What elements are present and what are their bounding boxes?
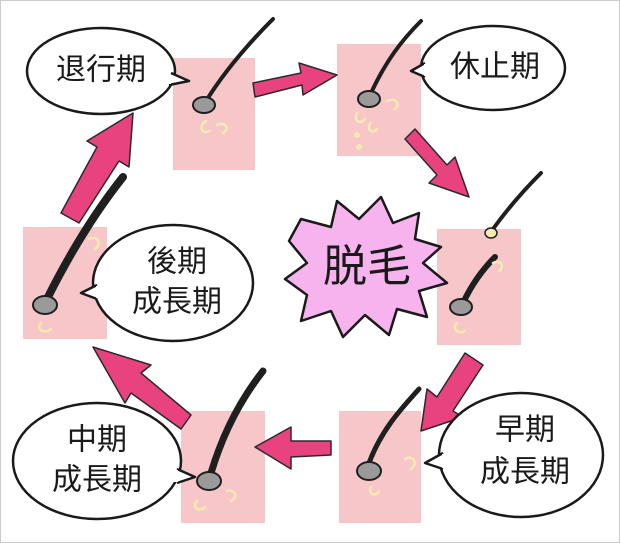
bubble-chuki: 中期 成長期 — [11, 401, 197, 521]
hair-koki — [32, 173, 127, 333]
hair-chuki — [193, 367, 267, 511]
arrow-soki-to-chuki — [254, 426, 332, 470]
skin-panel-chuki — [181, 411, 265, 523]
arrow-chuki-to-koki — [92, 346, 192, 430]
label-chuki-line2: 成長期 — [52, 463, 142, 498]
arrow-kyushiki-to-shedding — [404, 128, 470, 198]
label-kyushiki: 休止期 — [450, 50, 540, 85]
skin-panel-taikoki — [173, 58, 255, 170]
label-soki-line2: 成長期 — [480, 455, 570, 490]
arrow-shedding-to-soki — [420, 352, 484, 432]
hair-kyushiki — [354, 19, 423, 150]
bubble-soki: 早期 成長期 — [423, 391, 605, 519]
label-koki-line1: 後期 — [147, 245, 207, 280]
arrow-koki-to-taikoki — [60, 112, 134, 224]
label-chuki-line1: 中期 — [67, 423, 127, 458]
hair-soki — [356, 386, 422, 496]
bubble-kyushiki: 休止期 — [409, 24, 567, 112]
shedding-burst: 脱毛 — [283, 195, 449, 339]
label-koki-line2: 成長期 — [132, 285, 222, 320]
bubble-taikoki: 退行期 — [25, 26, 191, 116]
skin-panel-shedding — [437, 229, 521, 345]
hair-shedding — [449, 171, 543, 334]
bubble-koki: 後期 成長期 — [79, 223, 255, 343]
label-soki-line1: 早期 — [495, 413, 555, 448]
hair-taikoki — [192, 17, 275, 135]
label-taikoki: 退行期 — [56, 53, 146, 88]
label-shedding: 脱毛 — [323, 241, 411, 292]
arrow-taikoki-to-kyushiki — [252, 62, 338, 98]
